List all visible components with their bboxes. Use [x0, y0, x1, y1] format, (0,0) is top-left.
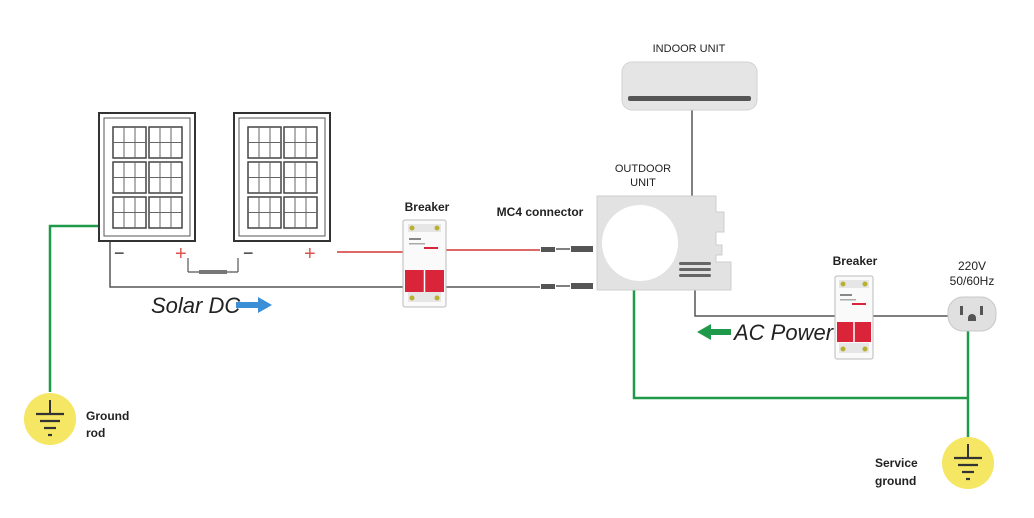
- ground-rod-label-line1: Ground: [86, 409, 129, 423]
- service-ground-label-line1: Service: [875, 456, 918, 470]
- service-ground-symbol: [942, 437, 994, 489]
- panel2-minus: −: [243, 243, 254, 263]
- panel1-plus: +: [175, 243, 187, 265]
- voltage-label-line2: 50/60Hz: [950, 274, 995, 288]
- solar-panel-1: [98, 112, 196, 242]
- breaker-dc: [402, 219, 447, 308]
- outdoor-unit-label-line1: OUTDOOR: [615, 163, 671, 175]
- indoor-unit: [621, 61, 758, 111]
- wall-outlet: [947, 296, 997, 332]
- ac-power-arrow-icon: [697, 324, 731, 340]
- ground-wire-panels: [48, 224, 103, 392]
- outdoor-unit: [596, 195, 732, 291]
- breaker-left-label: Breaker: [405, 200, 450, 214]
- panel-negative-wire: [109, 240, 403, 288]
- breaker-right-label: Breaker: [833, 254, 878, 268]
- panel-inner-frame: [238, 117, 326, 237]
- breaker-ac: [834, 275, 874, 360]
- mc4-connector-negative: [541, 283, 593, 289]
- panel1-minus: −: [114, 243, 125, 263]
- series-connector: [199, 270, 227, 274]
- ground-rod-symbol: [24, 393, 76, 445]
- ac-power-label: AC Power: [732, 320, 835, 345]
- solar-dc-arrow-icon: [236, 297, 272, 313]
- panel2-plus: +: [304, 243, 316, 265]
- outdoor-unit-label-line2: UNIT: [630, 177, 656, 189]
- mc4-connector-label: MC4 connector: [497, 205, 584, 219]
- solar-panel-2: [233, 112, 331, 242]
- voltage-label-line1: 220V: [958, 259, 986, 273]
- service-ground-label-line2: ground: [875, 474, 916, 488]
- mc4-connector-positive: [541, 246, 593, 252]
- indoor-unit-label: INDOOR UNIT: [653, 43, 726, 55]
- panel-inner-frame: [103, 117, 191, 237]
- ground-rod-label-line2: rod: [86, 426, 105, 440]
- ground-wire-outdoor: [632, 290, 968, 400]
- ac-wire: [694, 290, 835, 317]
- solar-dc-label: Solar DC: [151, 293, 240, 318]
